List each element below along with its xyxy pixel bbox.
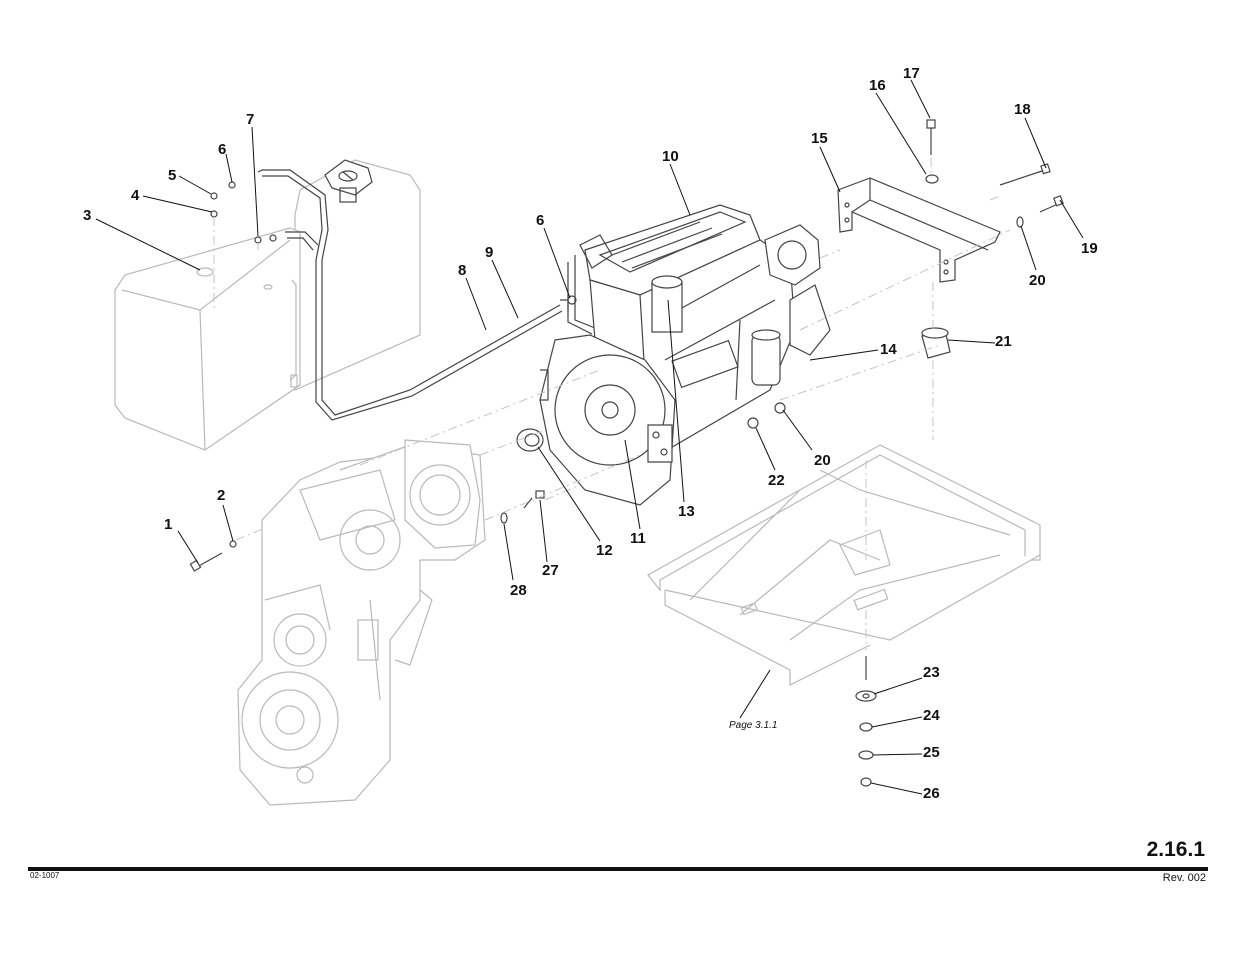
lower-mount-hardware <box>855 656 877 787</box>
callout-13: 13 <box>678 503 695 520</box>
callout-8: 8 <box>458 262 466 279</box>
callout-20-bracket: 20 <box>1029 272 1046 289</box>
engine-nuts <box>747 402 786 429</box>
callout-numbers: 1 2 3 4 5 6 6 7 8 9 10 11 12 13 14 15 16… <box>83 65 1098 802</box>
callout-17: 17 <box>903 65 920 82</box>
callout-12: 12 <box>596 542 613 559</box>
transmission <box>237 439 486 806</box>
callout-25: 25 <box>923 744 940 761</box>
callout-19: 19 <box>1081 240 1098 257</box>
frame <box>647 444 1041 686</box>
callout-15: 15 <box>811 130 828 147</box>
bolt-1 <box>189 540 237 572</box>
callout-2: 2 <box>217 487 225 504</box>
callout-26: 26 <box>923 785 940 802</box>
callout-5: 5 <box>168 167 176 184</box>
callout-20-engine: 20 <box>814 452 831 469</box>
callout-27: 27 <box>542 562 559 579</box>
revision-label: Rev. 002 <box>1162 872 1206 884</box>
document-code: 02-1007 <box>30 871 60 880</box>
bolt-27 <box>500 490 545 524</box>
rubber-mount-21 <box>921 327 951 359</box>
tank-fittings <box>210 181 577 310</box>
bolt-18 <box>999 163 1051 186</box>
callout-6-engine: 6 <box>536 212 544 229</box>
callout-6-tank: 6 <box>218 141 226 158</box>
leader-lines <box>95 79 1084 795</box>
callout-22: 22 <box>768 472 785 489</box>
callout-4: 4 <box>131 187 140 204</box>
callout-7: 7 <box>246 111 254 128</box>
callout-18: 18 <box>1014 101 1031 118</box>
callout-16: 16 <box>869 77 886 94</box>
seal-12 <box>516 428 544 452</box>
callout-10: 10 <box>662 148 679 165</box>
callout-23: 23 <box>923 664 940 681</box>
footer-rule <box>28 867 1208 871</box>
page-reference: Page 3.1.1 <box>729 720 777 731</box>
center-lines <box>235 195 1011 650</box>
callout-28: 28 <box>510 582 527 599</box>
callout-9: 9 <box>485 244 493 261</box>
page-number: 2.16.1 <box>1146 838 1205 861</box>
tank-cap <box>324 159 373 203</box>
callout-21: 21 <box>995 333 1012 350</box>
fuel-lines <box>257 169 569 421</box>
callout-3: 3 <box>83 207 91 224</box>
callout-24: 24 <box>923 707 940 724</box>
callout-1: 1 <box>164 516 172 533</box>
engine <box>539 204 831 506</box>
callout-14: 14 <box>880 341 897 358</box>
bolt-17 <box>925 119 939 184</box>
callout-11: 11 <box>630 530 646 547</box>
bolt-19 <box>1016 195 1064 228</box>
engine-bracket <box>837 177 1001 283</box>
fuel-tank <box>114 159 421 451</box>
